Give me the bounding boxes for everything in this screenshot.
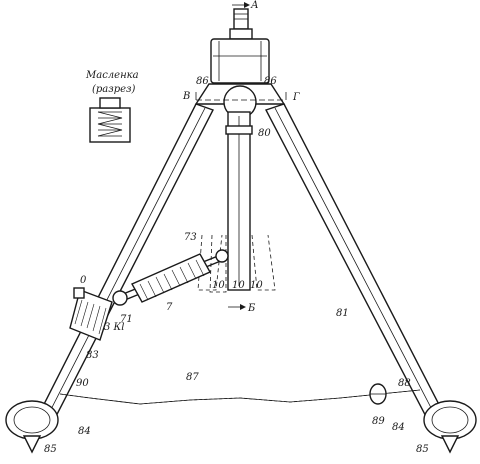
label-83: 83 xyxy=(86,350,99,361)
label-88: 88 xyxy=(398,378,411,389)
inset-title-line2: (разрез) xyxy=(92,84,135,95)
label-86-right: 86 xyxy=(264,76,277,87)
label-10-b: 10 xyxy=(232,280,245,291)
right-leg xyxy=(264,103,449,429)
brace-assembly xyxy=(112,249,229,306)
label-7: 7 xyxy=(166,302,173,313)
label-B-lower: Б xyxy=(247,303,256,314)
label-85-left: 85 xyxy=(44,444,57,455)
oil-can-inset xyxy=(89,97,131,143)
label-89: 89 xyxy=(372,416,385,427)
label-O: 0 xyxy=(80,275,87,286)
label-10-c: 10 xyxy=(250,280,263,291)
label-84-right: 84 xyxy=(392,422,405,433)
label-87: 87 xyxy=(186,372,199,383)
label-B-upper: В xyxy=(182,91,190,102)
label-3Kl: 3 Кl xyxy=(104,322,124,333)
label-90: 90 xyxy=(76,378,89,389)
label-84-left: 84 xyxy=(78,426,91,437)
label-80: 80 xyxy=(258,128,271,139)
label-71: 71 xyxy=(120,314,133,325)
leg-clamp xyxy=(69,287,113,341)
left-foot xyxy=(5,400,59,454)
label-10-a: 10 xyxy=(212,280,225,291)
chain xyxy=(59,383,421,405)
label-73: 73 xyxy=(184,232,197,243)
label-86-left: 86 xyxy=(196,76,209,87)
right-foot xyxy=(423,400,477,454)
label-85-right: 85 xyxy=(416,444,429,455)
label-A: А xyxy=(250,0,259,11)
center-column xyxy=(197,111,276,310)
top-fitting xyxy=(194,2,287,119)
label-81: 81 xyxy=(336,308,349,319)
label-G-upper: Г xyxy=(292,92,300,103)
inset-title-line1: Масленка xyxy=(85,70,139,81)
